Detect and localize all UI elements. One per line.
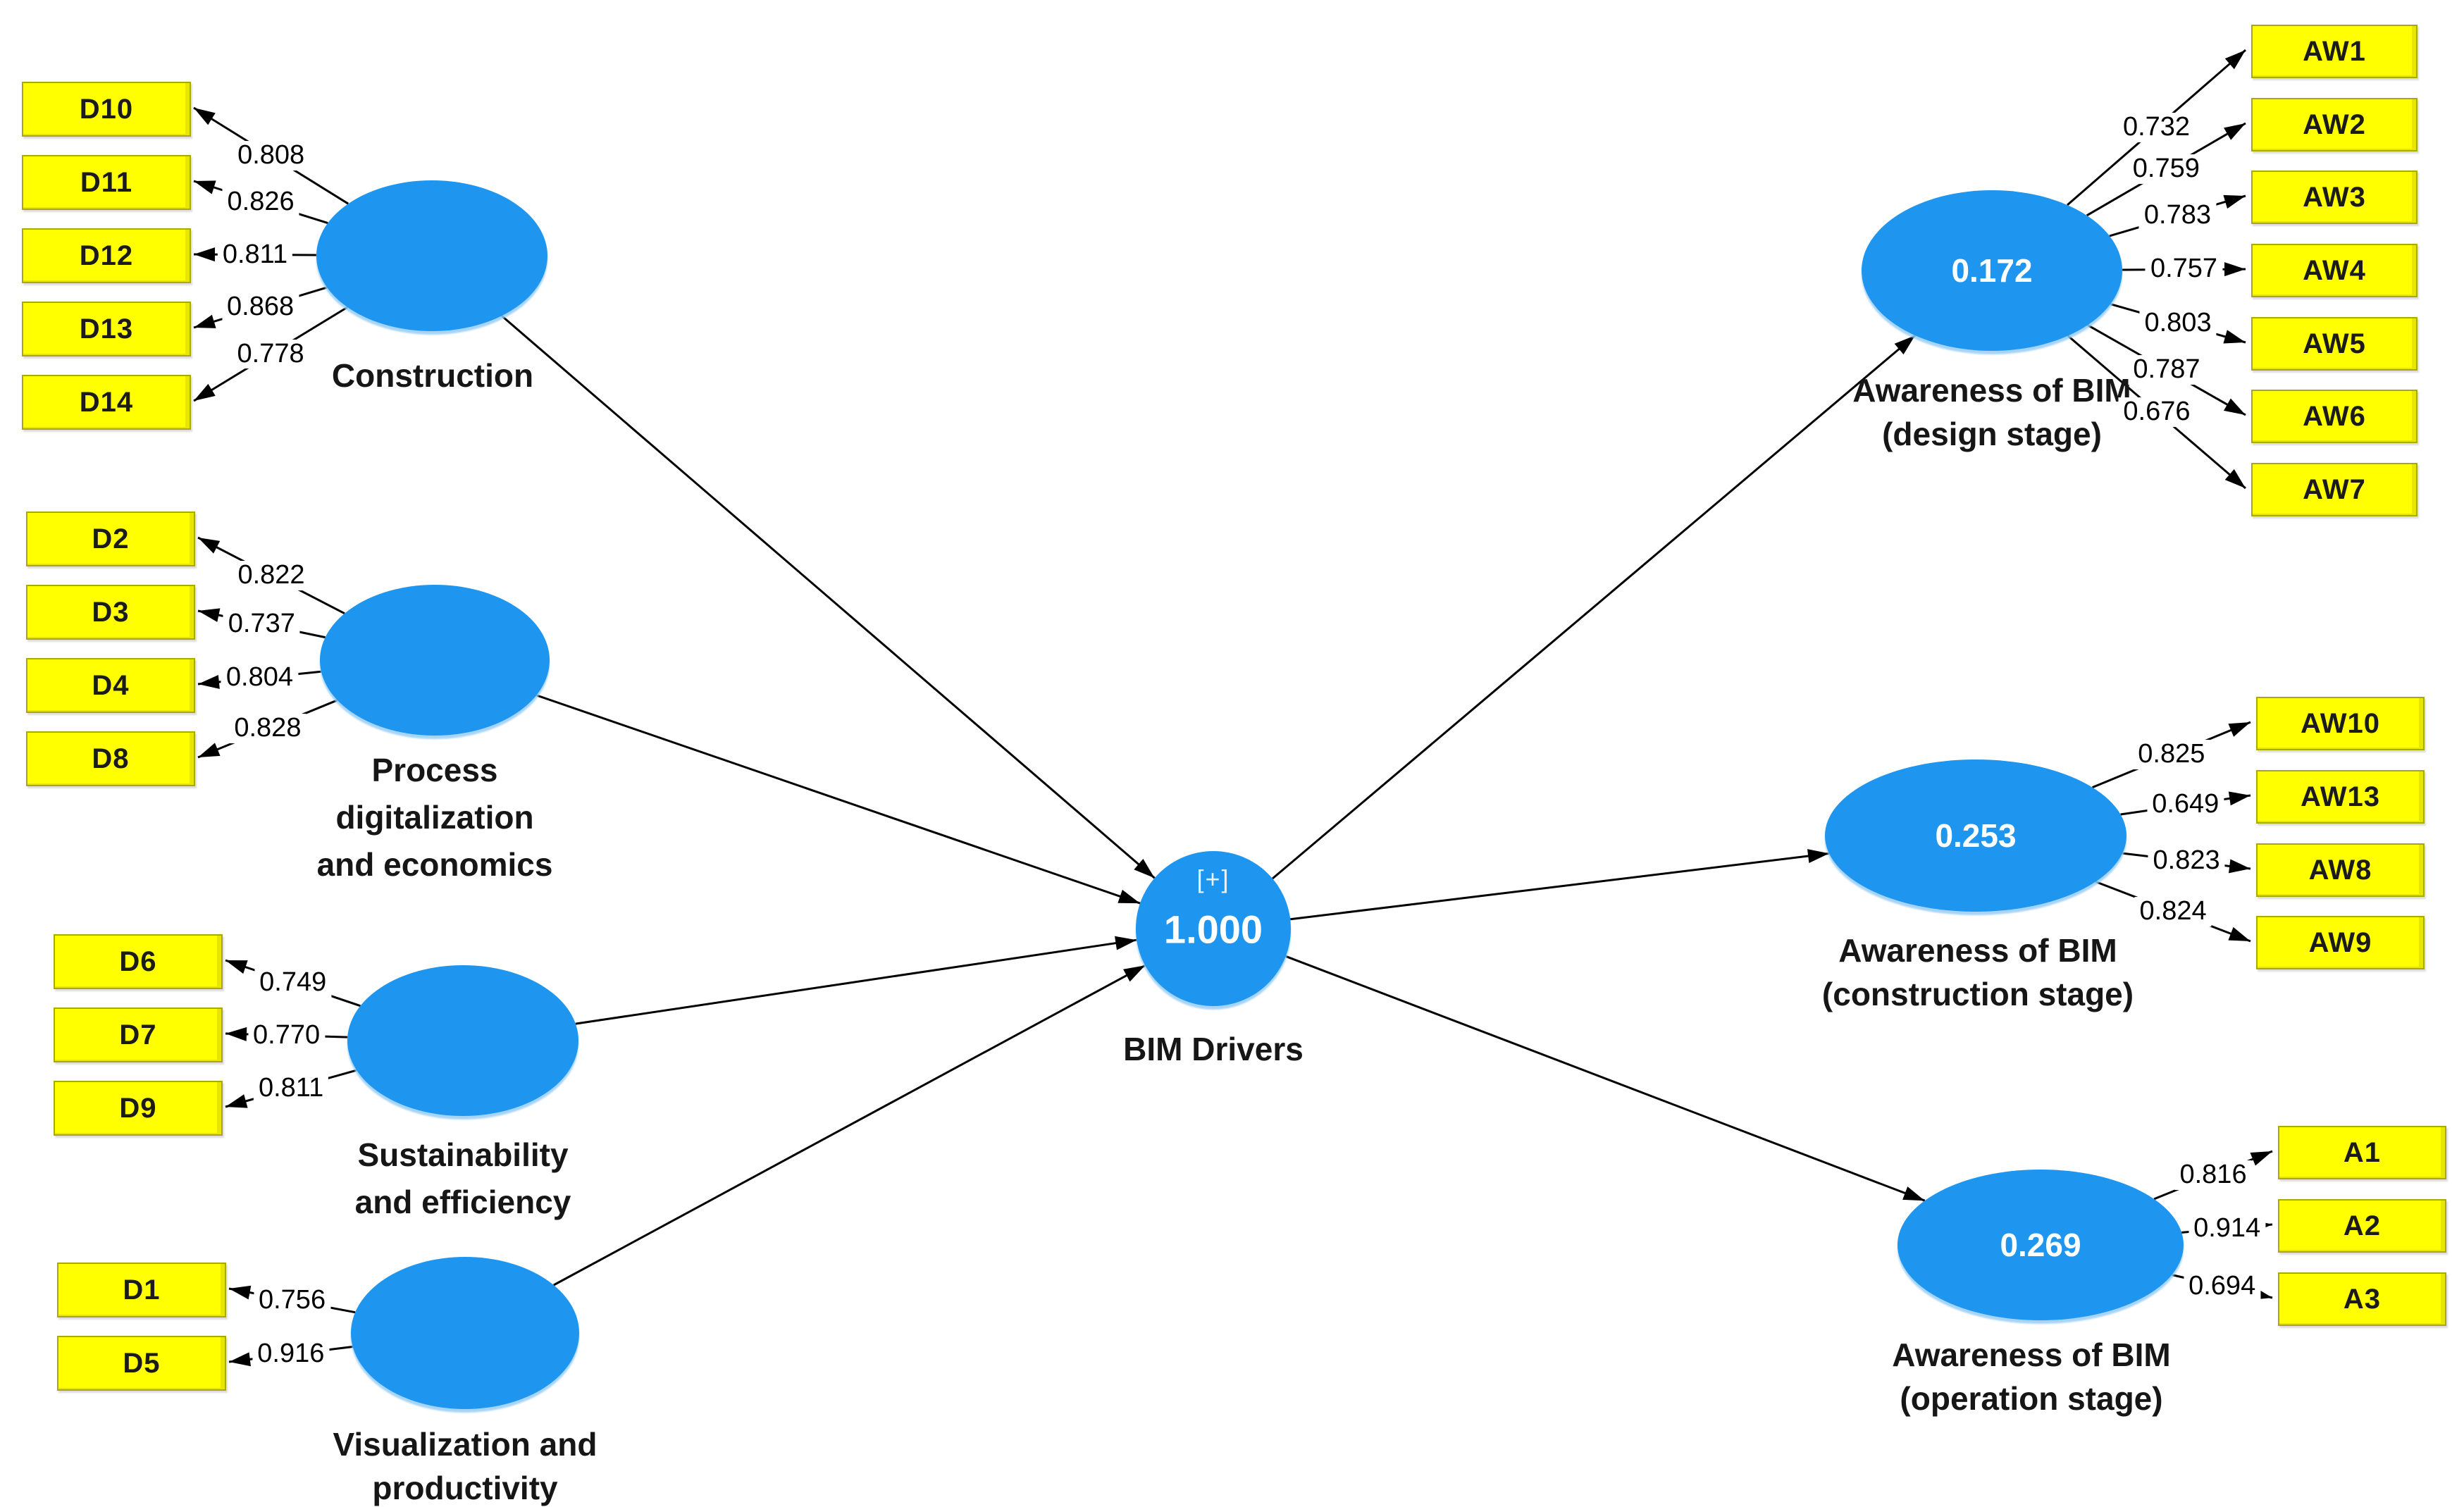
path-arrow-bim-drivers-to-awareness_design bbox=[1272, 334, 1916, 880]
loading-value-D12: 0.811 bbox=[217, 240, 293, 270]
loading-value-AW10: 0.825 bbox=[2133, 740, 2210, 770]
latent-label-process_digitalization-line1: Process bbox=[371, 752, 498, 788]
indicator-box-AW8[interactable]: AW8 bbox=[2256, 843, 2425, 897]
latent-process_digitalization[interactable] bbox=[320, 585, 550, 736]
loading-value-D5: 0.916 bbox=[252, 1339, 330, 1370]
loading-value-AW1: 0.732 bbox=[2117, 113, 2196, 142]
loading-value-D1: 0.756 bbox=[253, 1285, 331, 1315]
loading-value-AW7: 0.676 bbox=[2118, 397, 2196, 427]
loading-value-AW2: 0.759 bbox=[2127, 154, 2205, 185]
loading-value-D10: 0.808 bbox=[233, 141, 310, 171]
indicator-box-D9[interactable]: D9 bbox=[54, 1081, 223, 1136]
latent-label-awareness_construction-line1: Awareness of BIM bbox=[1838, 932, 2117, 969]
indicator-box-AW4[interactable]: AW4 bbox=[2251, 244, 2417, 297]
latent-label-process_digitalization-line3: and economics bbox=[316, 846, 553, 883]
loading-value-D6: 0.749 bbox=[254, 968, 332, 998]
indicator-box-A2[interactable]: A2 bbox=[2278, 1199, 2446, 1253]
loading-value-D9: 0.811 bbox=[253, 1074, 329, 1103]
indicator-box-D11[interactable]: D11 bbox=[22, 155, 191, 210]
indicator-box-AW6[interactable]: AW6 bbox=[2251, 390, 2417, 443]
latent-construction[interactable] bbox=[316, 180, 547, 331]
loading-value-D8: 0.828 bbox=[229, 714, 307, 744]
latent-label-sustainability_efficiency-line2: and efficiency bbox=[354, 1184, 571, 1220]
latent-sustainability_efficiency[interactable] bbox=[347, 965, 578, 1116]
indicator-box-D10[interactable]: D10 bbox=[22, 82, 191, 137]
indicator-box-AW1[interactable]: AW1 bbox=[2251, 25, 2417, 78]
loading-value-AW3: 0.783 bbox=[2138, 201, 2216, 231]
path-arrow-construction-to-bim-drivers bbox=[501, 315, 1156, 879]
latent-value-awareness_construction: 0.253 bbox=[1935, 817, 2017, 854]
indicator-box-A1[interactable]: A1 bbox=[2278, 1126, 2446, 1179]
latent-label-awareness_design-line1: Awareness of BIM bbox=[1852, 372, 2131, 409]
indicator-box-D3[interactable]: D3 bbox=[26, 585, 195, 640]
loading-value-AW13: 0.649 bbox=[2147, 790, 2224, 820]
loading-value-D2: 0.822 bbox=[233, 560, 310, 590]
loading-value-D13: 0.868 bbox=[222, 292, 299, 323]
latent-label-awareness_design-line2: (design stage) bbox=[1882, 416, 2102, 452]
indicator-box-D5[interactable]: D5 bbox=[57, 1336, 226, 1391]
latent-label-awareness_operation-line2: (operation stage) bbox=[1900, 1380, 2163, 1417]
indicator-box-A3[interactable]: A3 bbox=[2278, 1272, 2446, 1326]
loading-value-D7: 0.770 bbox=[248, 1020, 326, 1050]
indicator-box-AW3[interactable]: AW3 bbox=[2251, 170, 2417, 224]
indicator-box-D8[interactable]: D8 bbox=[26, 731, 195, 786]
latent-bim-drivers[interactable] bbox=[1136, 851, 1291, 1006]
indicator-box-D4[interactable]: D4 bbox=[26, 658, 195, 713]
latent-value-bim-drivers: 1.000 bbox=[1163, 907, 1263, 952]
latent-value-awareness_operation: 0.269 bbox=[2000, 1227, 2081, 1263]
indicator-box-D12[interactable]: D12 bbox=[22, 228, 191, 283]
loading-value-AW8: 0.823 bbox=[2148, 846, 2225, 876]
latent-visualization_productivity[interactable] bbox=[351, 1257, 579, 1409]
indicator-box-AW13[interactable]: AW13 bbox=[2256, 770, 2425, 824]
path-arrow-bim-drivers-to-awareness_construction bbox=[1290, 849, 1830, 921]
indicator-box-D14[interactable]: D14 bbox=[22, 375, 191, 430]
loading-value-A3: 0.694 bbox=[2184, 1271, 2261, 1301]
weight-mode-badge: [+] bbox=[1196, 864, 1230, 893]
path-arrow-sustainability_efficiency-to-bim-drivers bbox=[575, 936, 1137, 1025]
loading-value-AW9: 0.824 bbox=[2134, 896, 2212, 926]
loading-value-D3: 0.737 bbox=[223, 609, 300, 639]
latent-label-sustainability_efficiency-line1: Sustainability bbox=[357, 1136, 569, 1173]
indicator-box-AW5[interactable]: AW5 bbox=[2251, 317, 2417, 371]
loading-value-D11: 0.826 bbox=[222, 187, 299, 217]
indicator-box-AW9[interactable]: AW9 bbox=[2256, 916, 2425, 969]
indicator-box-AW7[interactable]: AW7 bbox=[2251, 463, 2417, 516]
latent-label-bim-drivers: BIM Drivers bbox=[1123, 1031, 1304, 1067]
indicator-box-AW10[interactable]: AW10 bbox=[2256, 697, 2425, 750]
latent-label-process_digitalization-line2: digitalization bbox=[335, 799, 534, 836]
loading-value-D4: 0.804 bbox=[221, 663, 298, 693]
latent-label-construction-line1: Construction bbox=[331, 357, 534, 394]
indicator-box-AW2[interactable]: AW2 bbox=[2251, 98, 2417, 151]
latent-label-awareness_operation-line1: Awareness of BIM bbox=[1892, 1337, 2171, 1373]
latent-awareness_operation[interactable] bbox=[1897, 1170, 2184, 1320]
loading-value-A1: 0.816 bbox=[2174, 1160, 2252, 1190]
loading-value-AW6: 0.787 bbox=[2128, 355, 2205, 385]
indicator-box-D2[interactable]: D2 bbox=[26, 511, 195, 566]
latent-label-awareness_construction-line2: (construction stage) bbox=[1821, 976, 2134, 1012]
path-arrow-bim-drivers-to-awareness_operation bbox=[1285, 955, 1926, 1202]
latent-awareness_construction[interactable] bbox=[1825, 759, 2126, 912]
path-arrow-visualization_productivity-to-bim-drivers bbox=[553, 964, 1146, 1286]
loading-value-AW4: 0.757 bbox=[2145, 254, 2223, 285]
indicator-box-D13[interactable]: D13 bbox=[22, 302, 191, 356]
latent-awareness_design[interactable] bbox=[1862, 190, 2122, 351]
latent-value-awareness_design: 0.172 bbox=[1951, 252, 2033, 289]
latent-label-visualization_productivity-line2: productivity bbox=[372, 1470, 558, 1506]
indicator-box-D6[interactable]: D6 bbox=[54, 934, 223, 989]
indicator-box-D1[interactable]: D1 bbox=[57, 1263, 226, 1317]
path-arrow-process_digitalization-to-bim-drivers bbox=[535, 694, 1141, 905]
indicator-box-D7[interactable]: D7 bbox=[54, 1007, 223, 1062]
loading-value-D14: 0.778 bbox=[232, 339, 309, 369]
loading-value-A2: 0.914 bbox=[2188, 1213, 2266, 1244]
loading-value-AW5: 0.803 bbox=[2139, 308, 2217, 338]
latent-label-visualization_productivity-line1: Visualization and bbox=[333, 1426, 598, 1463]
